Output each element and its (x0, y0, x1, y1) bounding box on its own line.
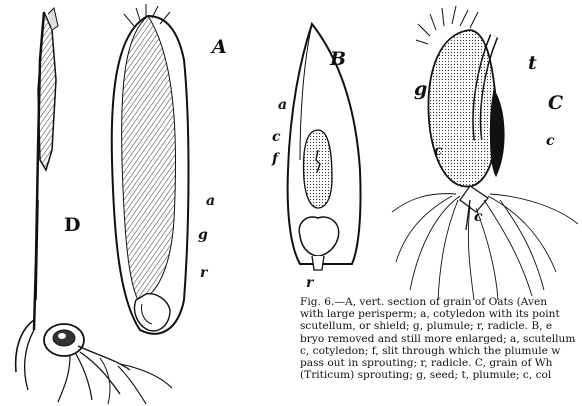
figure-c-sprouting-wheat (392, 6, 578, 300)
label-c-plumule: t (528, 54, 537, 73)
label-a-figure: A (212, 38, 227, 57)
label-a-plumule: g (198, 228, 208, 242)
figure-caption: Fig. 6.—A, vert. section of grain of Oat… (300, 296, 582, 406)
label-b-cotyledon: c (272, 130, 281, 144)
label-c-coleorhiza-right: c (546, 134, 555, 148)
caption-line-2: with large perisperm; a, cotyledon with … (300, 308, 582, 320)
caption-line-6: pass out in sprouting; r, radicle. C, gr… (300, 357, 582, 369)
label-a-cotyledon: a (206, 194, 215, 208)
label-a-radicle: r (200, 266, 207, 280)
caption-line-3: scutellum, or shield; g, plumule; r, rad… (300, 320, 582, 332)
figure-b-embryo (288, 24, 361, 270)
label-c-figure: C (548, 94, 563, 113)
caption-line-4: bryo removed and still more enlarged; a,… (300, 333, 582, 345)
caption-line-1: Fig. 6.—A, vert. section of grain of Oat… (300, 296, 582, 308)
label-d-figure: D (64, 216, 80, 235)
label-b-scutellum: a (278, 98, 287, 112)
label-b-slit: f (272, 152, 278, 166)
label-c-coleorhiza-bottom: c (474, 210, 483, 224)
caption-line-7: (Triticum) sprouting; g, seed; t, plumul… (300, 369, 582, 381)
label-b-radicle: r (306, 276, 313, 290)
caption-line-5: c, cotyledon; f, slit through which the … (300, 345, 582, 357)
figure-a-grain-section (112, 4, 189, 334)
label-b-figure: B (330, 50, 346, 69)
label-c-seed: g (414, 80, 427, 99)
label-c-coleorhiza-left: c (434, 144, 443, 158)
